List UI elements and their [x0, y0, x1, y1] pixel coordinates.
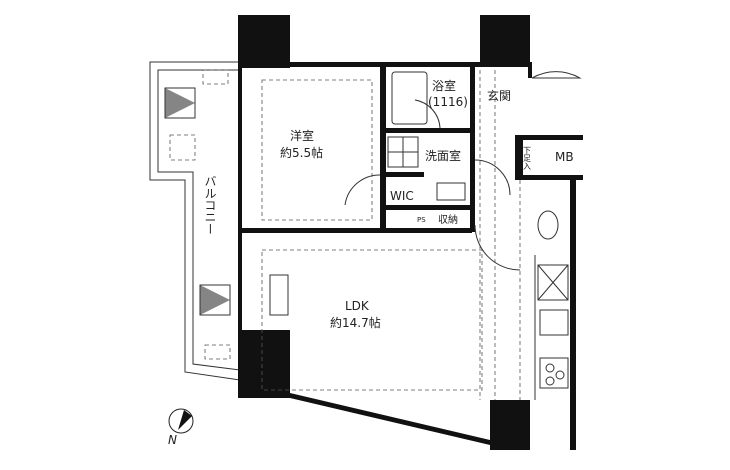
ldk-name: LDK	[345, 299, 370, 313]
walls	[238, 15, 583, 450]
compass-label: N	[168, 433, 177, 447]
mb-name: MB	[555, 150, 574, 164]
fixtures	[261, 70, 582, 400]
western-room-size: 約5.5帖	[280, 145, 323, 160]
bath-size: (1116)	[428, 95, 468, 109]
shoe-cabinet-name: 下足入	[523, 146, 532, 170]
ps-name: PS	[417, 216, 426, 224]
balcony-vent-icon	[164, 69, 231, 360]
window-icon	[269, 274, 289, 316]
stove-icon	[539, 357, 569, 389]
fridge-icon	[537, 264, 569, 301]
wic-name: WIC	[390, 189, 414, 203]
ldk-size: 約14.7帖	[330, 315, 381, 330]
balcony-label: バルコニー	[203, 175, 217, 235]
entrance-door-icon	[531, 71, 582, 79]
balcony: バルコニー	[149, 61, 241, 381]
sink-icon	[436, 182, 466, 201]
kitchen-sink-icon	[539, 309, 569, 336]
bathtub-icon	[391, 71, 428, 125]
bath-name: 浴室	[432, 78, 456, 93]
washroom-name: 洗面室	[425, 148, 461, 163]
storage-name: 収納	[438, 213, 458, 226]
western-room-name: 洋室	[290, 128, 314, 143]
toilet-icon	[537, 210, 559, 240]
entrance-name: 玄関	[487, 88, 511, 103]
compass-icon: N	[168, 408, 194, 447]
